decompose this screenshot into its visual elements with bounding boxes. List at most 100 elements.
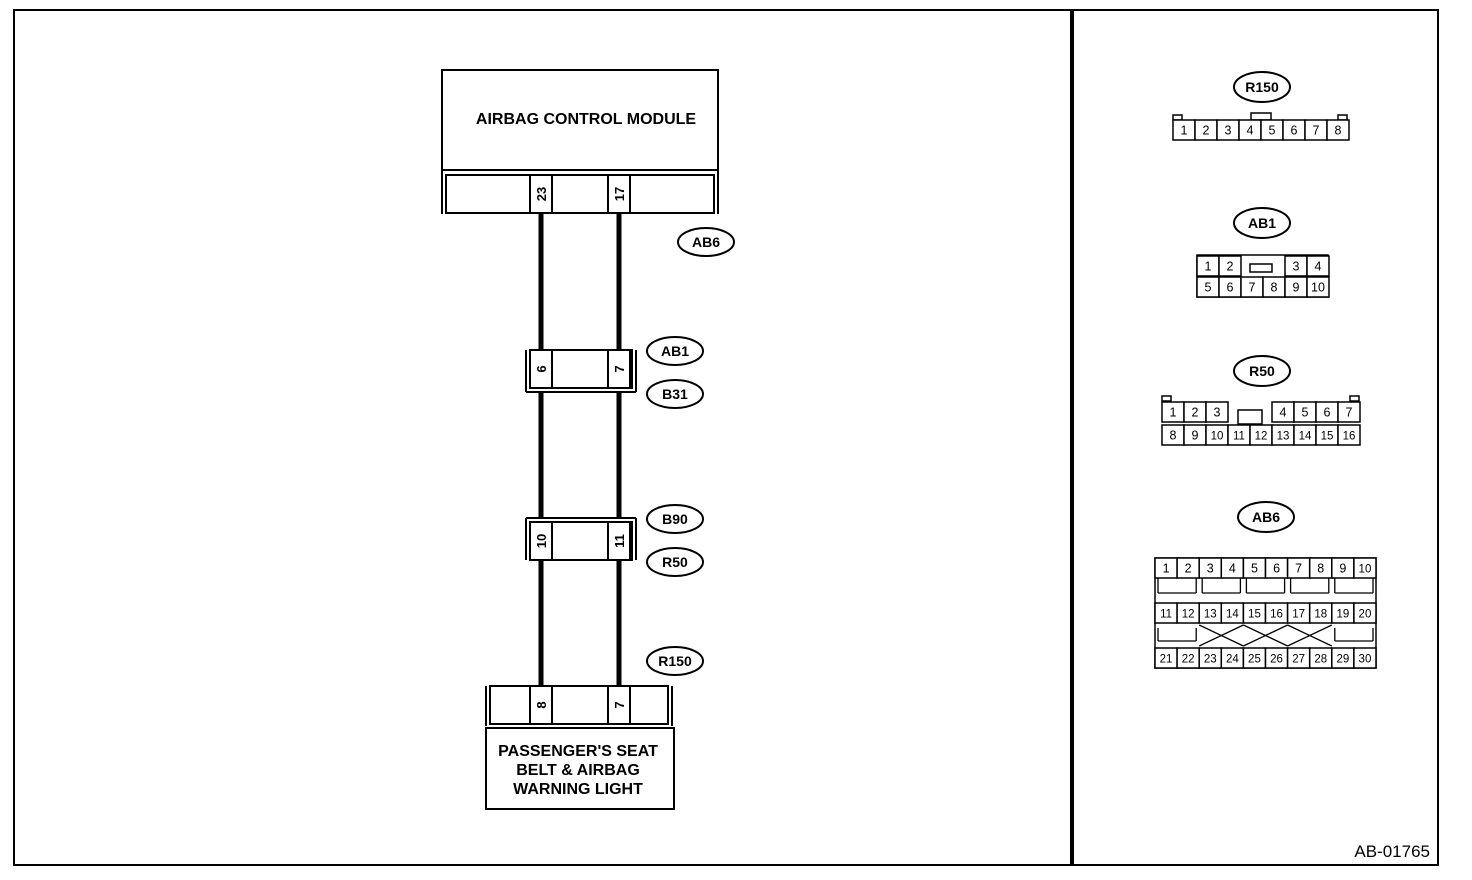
warning-light-label-3: WARNING LIGHT (513, 781, 643, 798)
connector-tag-b31: B31 (646, 379, 704, 409)
ab6-pin-20: 20 (1359, 609, 1372, 621)
light-pin-7: 7 (612, 701, 627, 708)
ab6-pin-22: 22 (1182, 654, 1195, 666)
airbag-control-module: AIRBAG CONTROL MODULE 23 17 (441, 69, 719, 214)
ab1-pin-2-cell (1218, 255, 1242, 277)
r50-pin-16: 16 (1343, 431, 1356, 443)
r150-pin-6: 6 (1291, 124, 1298, 138)
ab6-pin-26: 26 (1270, 654, 1283, 666)
r50-pin-5: 5 (1302, 406, 1309, 420)
ab6-pin-16: 16 (1270, 609, 1283, 621)
ab6-pin-19: 19 (1336, 609, 1349, 621)
r50-pin-2: 2 (1192, 406, 1199, 420)
ab6-blank-cross (1287, 624, 1333, 647)
ab6-pin-10-cell (1353, 557, 1377, 579)
ab1-pin-10-cell (1306, 276, 1330, 298)
joint-connector-ab1-b31: 6 7 (525, 349, 637, 393)
r150-pin-5: 5 (1269, 124, 1276, 138)
ab1-pin-7: 7 (1249, 281, 1256, 295)
ab6-pin-11: 11 (1160, 609, 1172, 621)
r50-pin-6: 6 (1324, 406, 1331, 420)
r50-pin-1: 1 (1170, 406, 1177, 420)
ab6-pin-28: 28 (1314, 654, 1327, 666)
connector-tag-ab1: AB1 (646, 336, 704, 366)
r50-pin-15: 15 (1321, 431, 1334, 443)
r150-pin-2: 2 (1203, 124, 1210, 138)
svg-text:AB1: AB1 (1248, 215, 1276, 231)
ab6-pin-12: 12 (1182, 609, 1195, 621)
ab1-pin-8: 8 (1271, 281, 1278, 295)
ab6-pin-20-cell (1353, 602, 1377, 624)
light-pin-8: 8 (534, 701, 549, 708)
r50-pin-16-cell (1337, 424, 1361, 446)
ab6-pin-6: 6 (1273, 562, 1280, 576)
ab1-pin-10: 10 (1311, 281, 1325, 295)
ab6-pin-3: 3 (1207, 562, 1214, 576)
joint-connector-b90-r50: 10 11 (525, 517, 637, 561)
warning-light-label-2: BELT & AIRBAG (516, 762, 640, 779)
connector-tag-b90: B90 (646, 504, 704, 534)
connector-tag-r150: R150 (646, 646, 704, 676)
r50-pin-7: 7 (1346, 406, 1353, 420)
ab6-pin-27: 27 (1292, 654, 1305, 666)
r50-pin-3-cell (1205, 401, 1229, 423)
ab6-pin-2: 2 (1185, 562, 1192, 576)
r50-pin-3: 3 (1214, 406, 1221, 420)
ab6-pin-4: 4 (1229, 562, 1236, 576)
ab6-pin-24: 24 (1226, 654, 1239, 666)
ab6-pin-15: 15 (1248, 609, 1261, 621)
ab6-pin-14: 14 (1226, 609, 1239, 621)
ab6-pin-13: 13 (1204, 609, 1217, 621)
r50-pin-10: 10 (1211, 431, 1224, 443)
r50-pin-9: 9 (1192, 429, 1199, 443)
ab6-pin-8: 8 (1317, 562, 1324, 576)
acm-label: AIRBAG CONTROL MODULE (476, 111, 696, 128)
r50-pin-4: 4 (1280, 406, 1287, 420)
svg-text:R150: R150 (658, 653, 692, 669)
acm-pin-17: 17 (612, 187, 627, 201)
ab1-pin-9: 9 (1293, 281, 1300, 295)
r50-pin-12: 12 (1255, 431, 1268, 443)
ab6-pin-30: 30 (1359, 654, 1372, 666)
joint2-pin-10: 10 (534, 534, 549, 548)
r150-pin-4: 4 (1247, 124, 1254, 138)
joint2-pin-11: 11 (612, 534, 627, 548)
svg-text:B31: B31 (662, 386, 688, 402)
ab6-pin-5: 5 (1251, 562, 1258, 576)
acm-pin-23: 23 (534, 187, 549, 201)
ab6-blank-cross (1198, 624, 1244, 647)
ab1-pin-4-cell (1306, 255, 1330, 277)
ab1-pin-1: 1 (1205, 260, 1212, 274)
svg-text:AB1: AB1 (661, 343, 689, 359)
ab6-pin-30-cell (1353, 647, 1377, 669)
r50-pin-13: 13 (1277, 431, 1290, 443)
ab6-pin-1: 1 (1163, 562, 1170, 576)
svg-text:B90: B90 (662, 511, 688, 527)
svg-text:AB6: AB6 (1252, 509, 1280, 525)
ab6-pin-25: 25 (1248, 654, 1261, 666)
svg-text:AB6: AB6 (692, 234, 720, 250)
r50-pin-11: 11 (1233, 431, 1245, 443)
r50-pin-14: 14 (1299, 431, 1312, 443)
ab6-pin-17: 17 (1292, 609, 1305, 621)
r150-pin-3: 3 (1225, 124, 1232, 138)
ab6-pin-10: 10 (1359, 564, 1372, 576)
r50-pin-8: 8 (1170, 429, 1177, 443)
connector-tag-r50: R50 (646, 547, 704, 577)
ab6-pin-18: 18 (1314, 609, 1327, 621)
ab6-pin-9: 9 (1339, 562, 1346, 576)
ab1-pin-5: 5 (1205, 281, 1212, 295)
r150-pin-1: 1 (1181, 124, 1188, 138)
svg-text:R50: R50 (1249, 363, 1275, 379)
ab1-pin-6: 6 (1227, 281, 1234, 295)
ab6-pin-29: 29 (1336, 654, 1349, 666)
diagram-code: AB-01765 (1354, 842, 1430, 861)
diagram-frame (13, 9, 1439, 866)
wire-harness (538, 213, 622, 686)
r150-pin-8: 8 (1335, 124, 1342, 138)
joint1-pin-7: 7 (612, 365, 627, 372)
